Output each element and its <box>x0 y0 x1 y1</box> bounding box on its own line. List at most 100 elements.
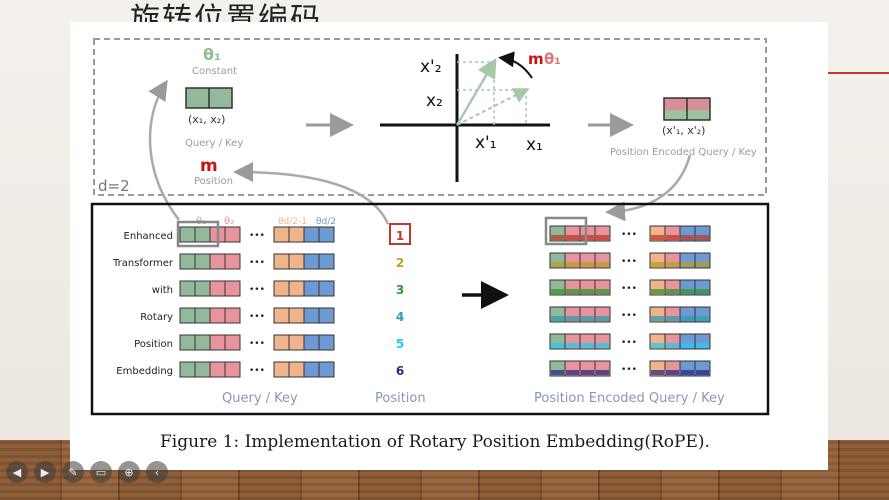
encoded-cell-band <box>696 289 709 294</box>
encoded-cell-band <box>666 343 679 348</box>
qk-cell <box>179 334 196 351</box>
qk-cell <box>288 226 305 243</box>
encoded-cell-band <box>666 262 679 267</box>
theta1-label: θ₁ <box>203 45 221 64</box>
bottom-box <box>90 202 770 416</box>
row-word: Embedding <box>116 366 173 377</box>
row-word: Rotary <box>140 312 173 323</box>
qk-cell <box>318 226 335 243</box>
qk-cell <box>303 253 320 270</box>
encoded-cell-band <box>596 316 609 321</box>
encoded-cell-band <box>651 289 664 294</box>
position-1-box <box>389 223 411 245</box>
encoded-cell-band <box>681 316 694 321</box>
prev-icon[interactable]: ◀ <box>6 461 28 483</box>
encoded-cell-band <box>566 370 579 375</box>
constant-label: Constant <box>192 66 237 77</box>
qk-cell <box>318 280 335 297</box>
rope-diagram: d=2 θ₁ Constant (x₁, x₂) Query / Key m P… <box>90 38 770 416</box>
arrow-to-m <box>233 162 390 225</box>
x-pair-label: (x₁, x₂) <box>188 113 225 126</box>
rotation-theta-label: θ₁ <box>544 50 561 68</box>
qk-cell <box>303 226 320 243</box>
original-vector <box>456 88 530 126</box>
position-label-bottom: Position <box>375 391 426 406</box>
qk-cell <box>303 361 320 378</box>
top-dashed-box <box>93 38 767 196</box>
qk-cell <box>273 334 290 351</box>
qk-cell <box>288 280 305 297</box>
qk-cell <box>209 334 226 351</box>
zoom-icon[interactable]: ⊕ <box>118 461 140 483</box>
qk-cell <box>273 253 290 270</box>
token-rows: Enhanced•••1•••Transformer•••2•••with•••… <box>112 223 711 378</box>
encoded-cell-band <box>581 316 594 321</box>
encoded-cell-band <box>566 343 579 348</box>
qk-cell <box>273 226 290 243</box>
position-number: 4 <box>396 310 404 324</box>
encoded-cell-band <box>566 316 579 321</box>
qk-cell <box>194 361 211 378</box>
ellipsis: ••• <box>621 230 637 240</box>
axis-x1p-label: x'₁ <box>475 133 497 153</box>
encoded-cell-band <box>551 370 564 375</box>
encoded-cell-band <box>651 343 664 348</box>
qk-cell <box>209 280 226 297</box>
encoded-label-bottom: Position Encoded Query / Key <box>534 391 725 406</box>
encoded-cell-band <box>551 235 564 240</box>
theta-label-3: θd/2-1 <box>278 217 307 227</box>
qk-cell <box>224 307 241 324</box>
ellipsis: ••• <box>621 311 637 321</box>
theta-label-2: θ₂ <box>224 216 234 227</box>
qk-cell <box>224 361 241 378</box>
rotation-arc <box>498 51 533 79</box>
ellipsis: ••• <box>621 284 637 294</box>
position-number: 5 <box>396 337 404 351</box>
screen-icon[interactable]: ▭ <box>90 461 112 483</box>
encoded-cell-band <box>651 235 664 240</box>
arrow-to-top-block <box>148 79 180 221</box>
qk-cell <box>318 334 335 351</box>
encoded-cell-band <box>596 343 609 348</box>
encoded-cell-band <box>696 370 709 375</box>
figure-caption: Figure 1: Implementation of Rotary Posit… <box>160 432 710 452</box>
position-number: 2 <box>396 256 404 270</box>
encoded-cell-band <box>581 370 594 375</box>
rotated-vector <box>455 57 497 126</box>
encoded-cell-band <box>551 316 564 321</box>
qk-cell <box>179 280 196 297</box>
qk-cell <box>224 334 241 351</box>
qk-label-bottom: Query / Key <box>222 391 298 406</box>
qk-cell <box>179 226 196 243</box>
qk-cell <box>179 361 196 378</box>
qk-cell <box>303 280 320 297</box>
ellipsis: ••• <box>249 231 265 241</box>
encoded-cell-band <box>696 316 709 321</box>
pen-icon[interactable]: ✎ <box>62 461 84 483</box>
encoded-cell-band <box>696 343 709 348</box>
encoded-cell-band <box>551 262 564 267</box>
decor-line <box>828 72 889 74</box>
position-number: 6 <box>396 364 404 378</box>
more-icon[interactable]: ‹ <box>146 461 168 483</box>
highlight-input-pair <box>176 220 220 248</box>
qk-cell <box>273 361 290 378</box>
encoded-cell-band <box>581 289 594 294</box>
encoded-label-top: Position Encoded Query / Key <box>610 147 757 158</box>
row-word: Enhanced <box>124 231 173 242</box>
qk-cell <box>303 307 320 324</box>
encoded-cell-band <box>681 289 694 294</box>
encoded-cell-band <box>551 289 564 294</box>
next-icon[interactable]: ▶ <box>34 461 56 483</box>
encoded-cell-band <box>596 289 609 294</box>
qk-cell <box>194 226 211 243</box>
qk-cell <box>318 307 335 324</box>
qk-cell <box>194 253 211 270</box>
d-label: d=2 <box>98 177 130 195</box>
slide-toolbar: ◀ ▶ ✎ ▭ ⊕ ‹ <box>6 461 168 483</box>
qk-cell <box>288 253 305 270</box>
qk-cell <box>194 334 211 351</box>
encoded-cell-band <box>666 370 679 375</box>
qk-cell <box>179 307 196 324</box>
encoded-cell-band <box>666 235 679 240</box>
